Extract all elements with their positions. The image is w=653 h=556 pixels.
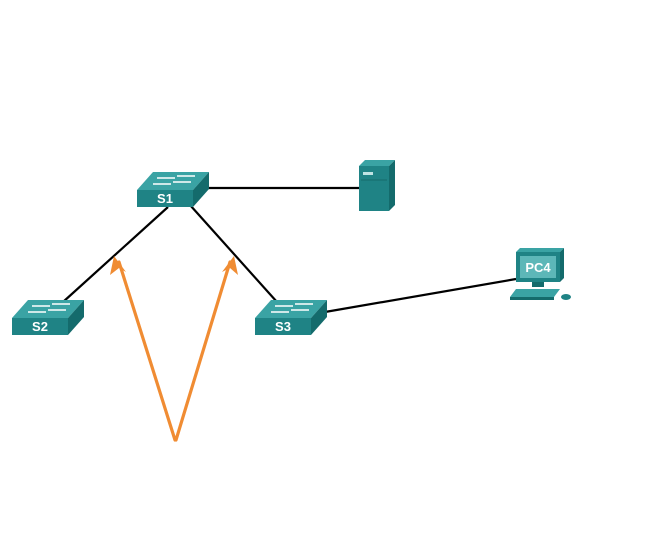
server[interactable]: [359, 160, 395, 211]
link-s1-s2: [62, 206, 169, 303]
link-s1-s3: [189, 204, 278, 303]
arrow-left: [110, 256, 177, 442]
switch-s2[interactable]: S2: [12, 300, 84, 335]
switch-s3-label: S3: [275, 319, 291, 334]
links: [62, 186, 517, 314]
switch-icon: [255, 300, 327, 335]
annotation-arrows: [110, 256, 238, 442]
switch-s1[interactable]: S1: [137, 172, 209, 207]
switch-icon: [137, 172, 209, 207]
arrow-right: [174, 256, 238, 442]
pc-icon: [510, 248, 571, 300]
link-s3-pc4: [324, 277, 517, 314]
switch-s2-label: S2: [32, 319, 48, 334]
pc4[interactable]: PC4: [510, 248, 571, 300]
switch-s3[interactable]: S3: [255, 300, 327, 335]
server-icon: [359, 160, 395, 211]
switch-s1-label: S1: [157, 191, 173, 206]
pc4-label: PC4: [525, 260, 551, 275]
switch-icon: [12, 300, 84, 335]
